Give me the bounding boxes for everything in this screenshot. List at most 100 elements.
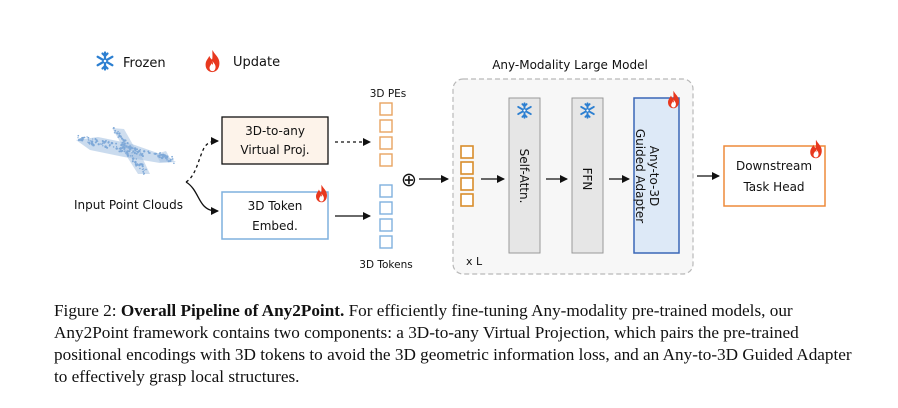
point-cloud-dot bbox=[154, 152, 157, 156]
point-cloud-dot bbox=[169, 159, 172, 163]
point-cloud-dot bbox=[135, 150, 137, 153]
point-cloud-dot bbox=[118, 132, 121, 135]
point-cloud-dot bbox=[114, 129, 117, 132]
point-cloud-dot bbox=[125, 145, 128, 148]
point-cloud-dot bbox=[161, 155, 164, 159]
point-cloud-dot bbox=[87, 141, 91, 145]
projection-label-line1: 3D-to-any bbox=[245, 124, 305, 138]
point-cloud-dot bbox=[112, 126, 115, 130]
flame-icon bbox=[316, 184, 328, 203]
point-cloud-dot bbox=[131, 155, 134, 157]
repeat-label: x L bbox=[466, 255, 483, 268]
head-label-line1: Downstream bbox=[736, 159, 812, 173]
branch-arrow-lower bbox=[185, 181, 219, 215]
point-cloud-dot bbox=[83, 136, 86, 139]
point-cloud-dot bbox=[119, 135, 122, 138]
point-cloud-dot bbox=[94, 141, 97, 144]
point-cloud-dot bbox=[87, 139, 90, 141]
point-cloud-dot bbox=[166, 158, 168, 161]
model-token-square bbox=[460, 193, 474, 207]
point-cloud-dot bbox=[119, 149, 123, 153]
point-cloud-dot bbox=[126, 154, 130, 157]
point-cloud-dot bbox=[124, 139, 127, 142]
plus-symbol: ⊕ bbox=[401, 169, 417, 191]
point-cloud-dot bbox=[113, 132, 116, 134]
point-cloud-dot bbox=[139, 163, 142, 166]
point-cloud-dot bbox=[101, 140, 104, 142]
figure-caption: Figure 2: Overall Pipeline of Any2Point.… bbox=[54, 300, 854, 388]
tokens-label: 3D Tokens bbox=[359, 259, 412, 271]
point-cloud-dot bbox=[118, 150, 121, 153]
point-cloud-dot bbox=[122, 143, 125, 146]
point-cloud-dot bbox=[165, 155, 169, 158]
point-cloud-dot bbox=[131, 152, 133, 154]
point-cloud-dot bbox=[135, 158, 138, 160]
guided-adapter-block bbox=[633, 97, 680, 254]
point-cloud-dot bbox=[77, 137, 79, 139]
point-cloud-dot bbox=[106, 146, 109, 149]
point-cloud-dot bbox=[171, 155, 173, 158]
point-cloud-dot bbox=[95, 139, 98, 142]
point-cloud-dot bbox=[148, 151, 151, 155]
projection-label-line2: Virtual Proj. bbox=[240, 143, 309, 157]
task-head-box bbox=[723, 145, 826, 207]
point-cloud-dot bbox=[131, 160, 134, 163]
caption-body: For efficiently fine-tuning Any-modality… bbox=[54, 301, 852, 386]
figure-number: Figure 2: bbox=[54, 301, 117, 320]
point-cloud-dot bbox=[115, 145, 118, 148]
point-cloud-dot bbox=[120, 149, 122, 151]
flame-icon bbox=[810, 139, 822, 159]
pe-square bbox=[379, 153, 393, 167]
point-cloud-dot bbox=[131, 147, 134, 149]
point-cloud-dot bbox=[122, 138, 125, 142]
point-cloud-dot bbox=[90, 140, 94, 143]
point-cloud-dot bbox=[139, 154, 141, 156]
branch-arrow-upper bbox=[185, 137, 219, 183]
point-cloud-dot bbox=[127, 146, 130, 149]
point-cloud-dot bbox=[118, 134, 120, 136]
point-cloud-dot bbox=[158, 156, 161, 159]
point-cloud-dot bbox=[125, 152, 127, 154]
point-cloud-dot bbox=[147, 150, 150, 153]
adapter-label-line2: Guided Adapter bbox=[633, 129, 647, 223]
pe-square bbox=[379, 119, 393, 133]
point-cloud-dot bbox=[117, 136, 119, 139]
point-cloud-dot bbox=[77, 134, 80, 137]
point-cloud-dot bbox=[121, 137, 124, 140]
pes-label: 3D PEs bbox=[370, 88, 407, 100]
model-title: Any-Modality Large Model bbox=[492, 58, 648, 72]
point-cloud-dot bbox=[142, 170, 145, 173]
point-cloud-dot bbox=[171, 158, 174, 160]
point-cloud-dot bbox=[143, 150, 146, 153]
token-embed-line2: Embed. bbox=[252, 219, 298, 233]
point-cloud-dot bbox=[120, 143, 123, 146]
point-cloud-dot bbox=[136, 150, 140, 154]
point-cloud-dot bbox=[133, 151, 136, 155]
adapter-label-line1: Any-to-3D bbox=[647, 146, 661, 207]
point-cloud-dot bbox=[139, 152, 142, 154]
point-cloud-dot bbox=[139, 167, 141, 170]
token-embed-box bbox=[221, 191, 329, 240]
point-cloud-dot bbox=[115, 147, 118, 150]
self-attn-label: Self-Attn. bbox=[517, 149, 531, 204]
point-cloud-dot bbox=[122, 147, 125, 149]
point-cloud-dot bbox=[145, 168, 147, 171]
point-cloud-dot bbox=[126, 152, 129, 156]
point-cloud-dot bbox=[97, 143, 100, 146]
model-token-square bbox=[460, 177, 474, 191]
point-cloud-dot bbox=[142, 168, 145, 170]
point-cloud-dot bbox=[159, 151, 161, 154]
point-cloud-dot bbox=[134, 160, 137, 164]
point-cloud-dot bbox=[139, 148, 141, 151]
point-cloud-dot bbox=[112, 146, 115, 148]
token-stack bbox=[379, 184, 393, 249]
point-cloud-dot bbox=[115, 142, 118, 145]
point-cloud-dot bbox=[143, 172, 146, 175]
point-cloud-dot bbox=[132, 150, 135, 153]
point-cloud-dot bbox=[92, 138, 94, 140]
token-square bbox=[379, 184, 393, 198]
pe-square bbox=[379, 102, 393, 116]
legend-update-label: Update bbox=[233, 55, 280, 70]
point-cloud-dot bbox=[141, 163, 144, 166]
point-cloud-dot bbox=[108, 143, 111, 146]
